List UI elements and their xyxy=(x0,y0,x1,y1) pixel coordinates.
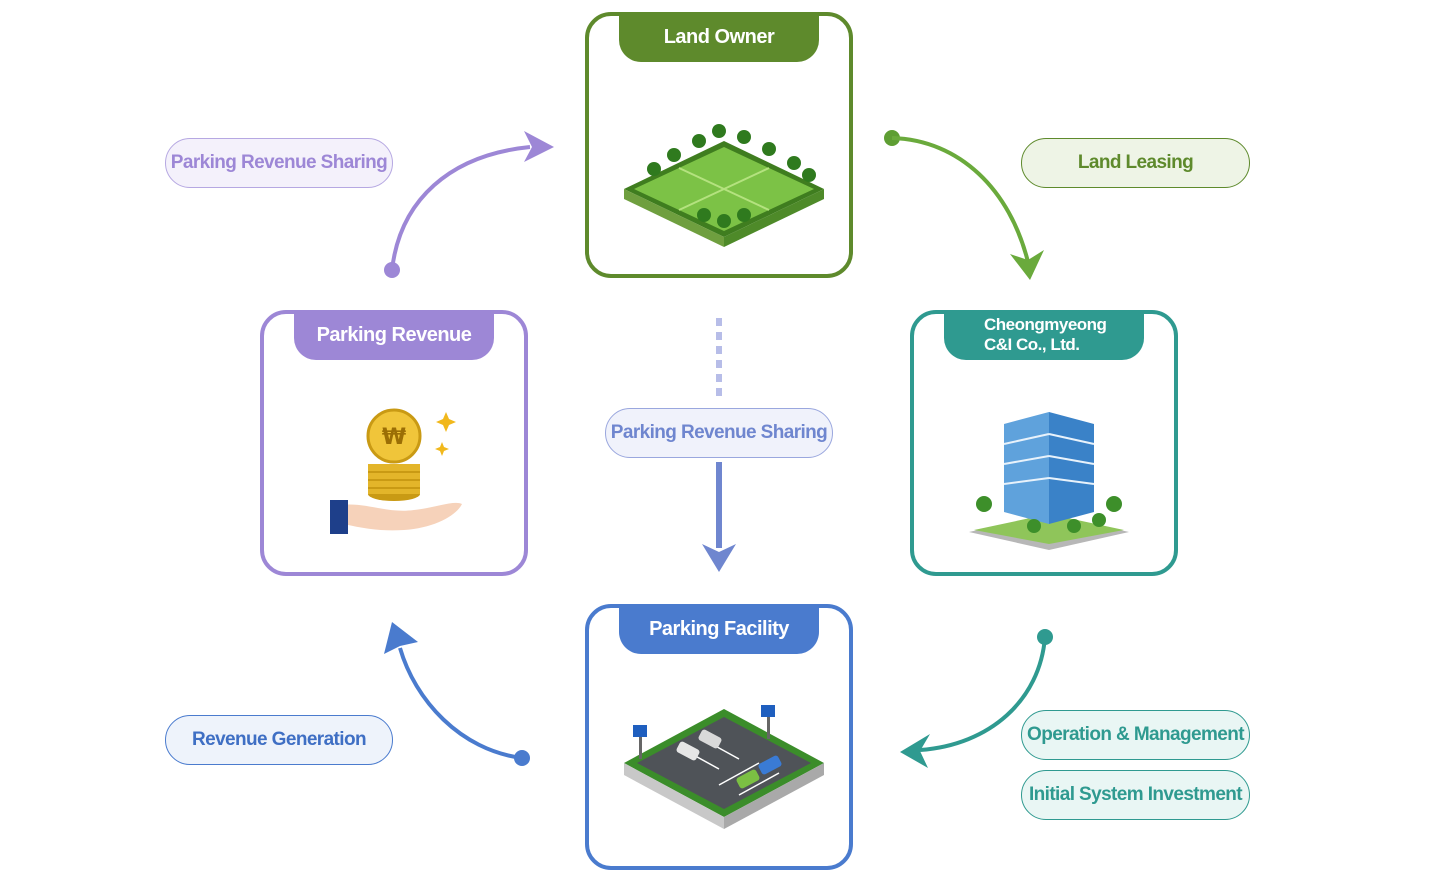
svg-text:₩: ₩ xyxy=(382,425,406,450)
parking-facility-node: Parking Facility xyxy=(585,604,853,870)
company-title-line1: Cheongmyeong xyxy=(984,315,1107,334)
office-building-icon xyxy=(969,412,1129,550)
company-title: Cheongmyeong C&I Co., Ltd. xyxy=(944,310,1144,360)
parking-lot-icon xyxy=(624,705,824,829)
coins-in-hand-icon: ₩ xyxy=(330,408,462,534)
land-leasing-label: Land Leasing xyxy=(1021,138,1250,188)
operation-management-label: Operation & Management xyxy=(1021,710,1250,760)
parking-revenue-sharing-label-center: Parking Revenue Sharing xyxy=(605,408,833,458)
center-down-arrow xyxy=(702,318,736,572)
initial-system-investment-label: Initial System Investment xyxy=(1021,770,1250,820)
revenue-generation-arrow xyxy=(384,622,530,766)
land-leasing-arrow xyxy=(884,130,1044,280)
land-owner-title: Land Owner xyxy=(619,12,819,62)
parking-revenue-node: Parking Revenue ₩ xyxy=(260,310,528,576)
company-node: Cheongmyeong C&I Co., Ltd. xyxy=(910,310,1178,576)
land-owner-node: Land Owner xyxy=(585,12,853,278)
revenue-sharing-arrow xyxy=(384,131,554,278)
company-title-line2: C&I Co., Ltd. xyxy=(984,335,1080,354)
parking-revenue-title: Parking Revenue xyxy=(294,310,494,360)
revenue-generation-label: Revenue Generation xyxy=(165,715,393,765)
farmland-icon xyxy=(624,124,824,247)
parking-facility-title: Parking Facility xyxy=(619,604,819,654)
operation-arrow xyxy=(900,629,1053,768)
parking-revenue-sharing-label-top: Parking Revenue Sharing xyxy=(165,138,393,188)
